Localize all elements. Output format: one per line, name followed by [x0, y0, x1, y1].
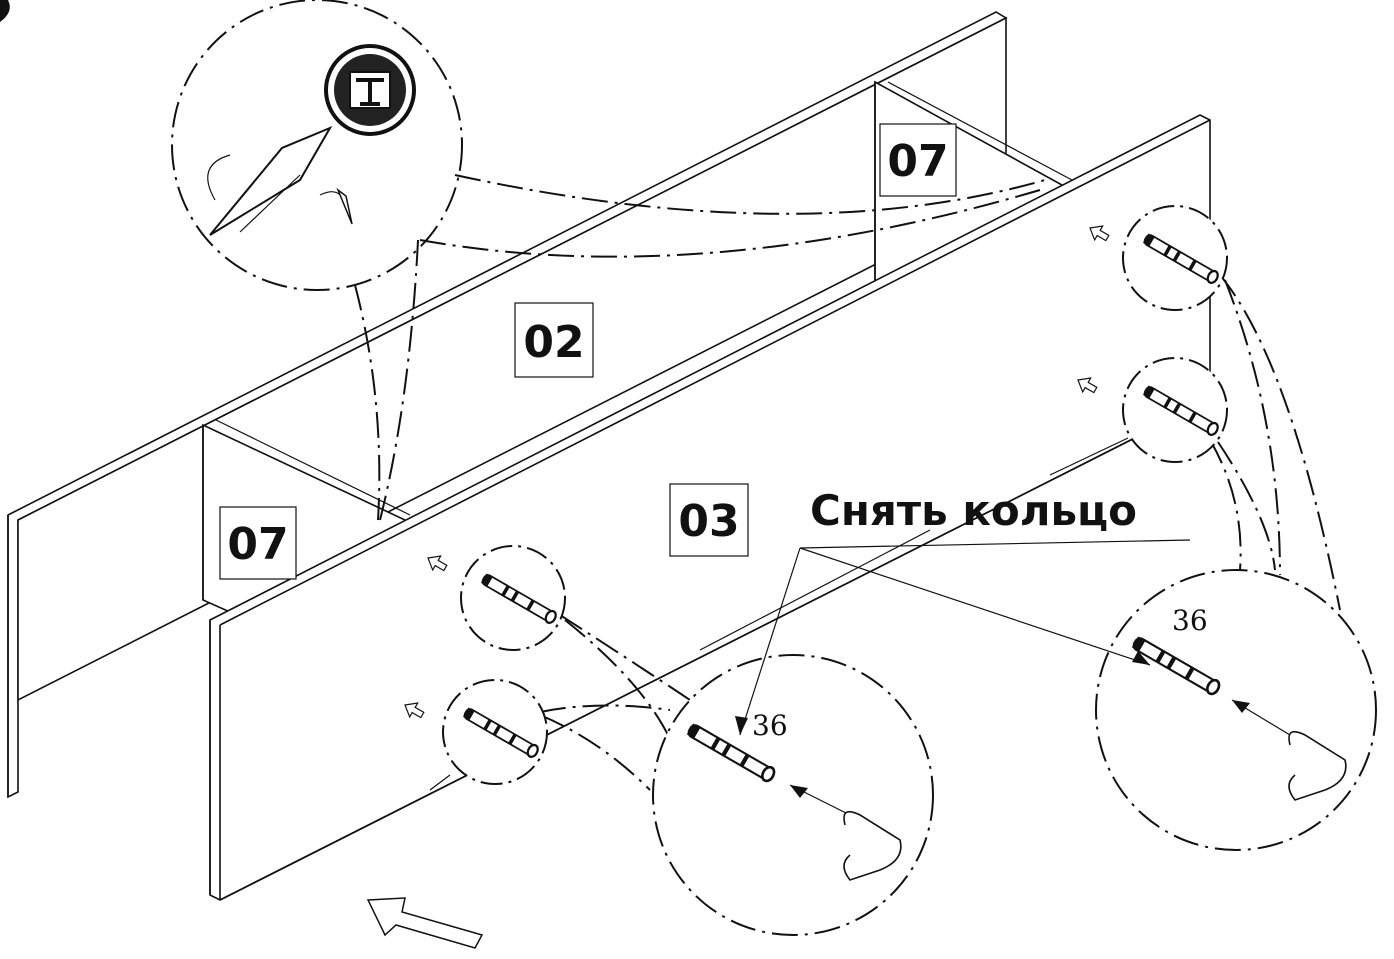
callout-leaders: [699, 529, 1191, 736]
dowel-circle-3: [423, 545, 566, 651]
zoom-insert-left: [652, 654, 934, 936]
dowel-circle-1: [1085, 205, 1228, 311]
part-label-02: 02: [514, 302, 594, 378]
dimension-left: 36: [752, 709, 788, 742]
dowel-circle-4: [400, 679, 548, 791]
dowel-circle-2: [1049, 357, 1228, 476]
callout-remove-ring: Снять кольцо: [810, 486, 1137, 535]
part-label-07-top: 07: [879, 123, 957, 197]
part-label-03: 03: [669, 483, 749, 557]
leader-lines: [354, 174, 1341, 791]
zoom-insert-right: [1095, 569, 1377, 851]
svg-text:07: 07: [887, 136, 948, 187]
zoom-cam-detail: [171, 0, 463, 291]
svg-text:02: 02: [523, 317, 584, 368]
direction-arrow: [366, 897, 484, 949]
part-label-07-left: 07: [219, 506, 297, 580]
svg-text:07: 07: [227, 519, 288, 570]
corner-mark: [0, 0, 10, 22]
svg-text:03: 03: [678, 496, 739, 547]
dimension-right: 36: [1172, 604, 1208, 637]
